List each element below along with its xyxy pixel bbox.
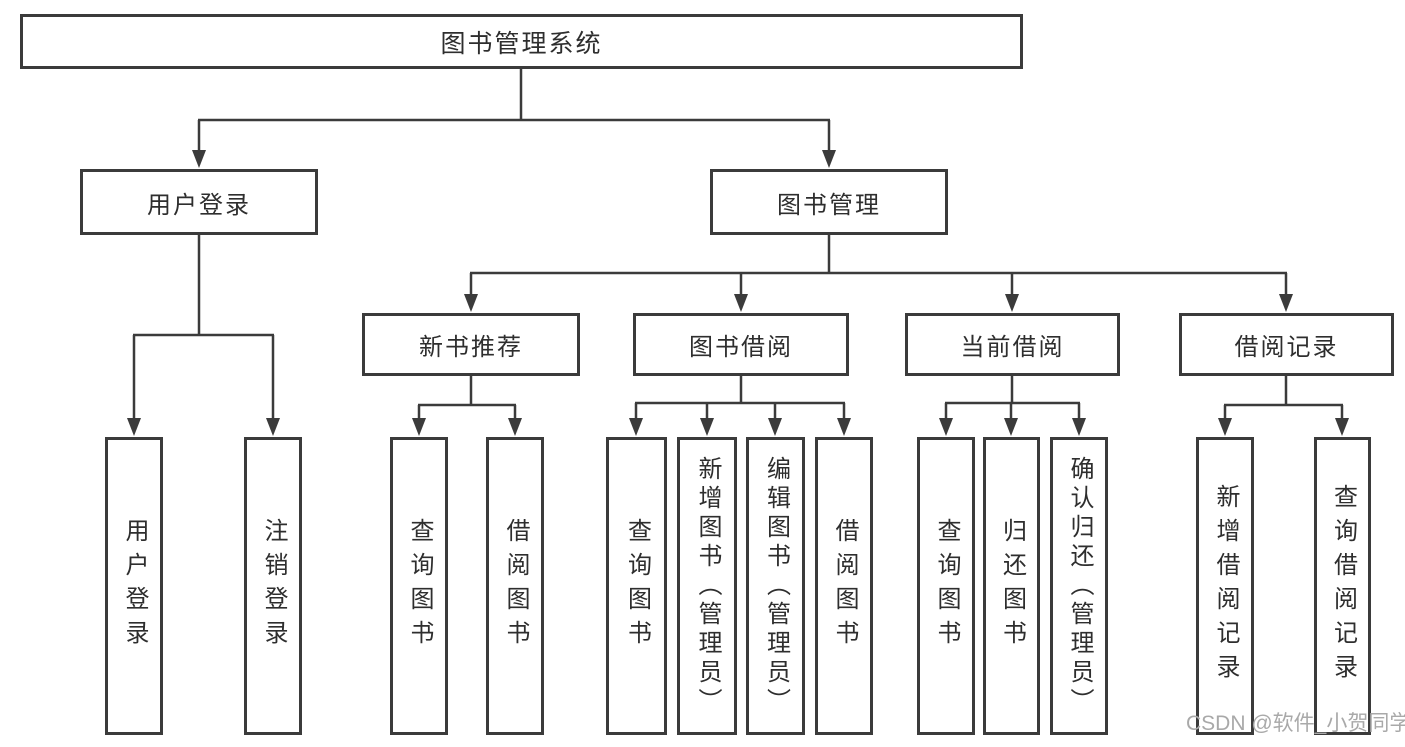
leaf-edit-books-admin: 编辑图书（管理员）	[746, 437, 805, 735]
leaf-user-login: 用户登录	[105, 437, 163, 735]
node-label: 查询借阅记录	[1329, 484, 1357, 688]
csdn-watermark: CSDN @软件_小贺同学	[1186, 712, 1405, 735]
connector-borrow-records	[1218, 374, 1349, 436]
leaf-confirm-return-admin: 确认归还（管理员）	[1050, 437, 1108, 735]
connector-book-borrow	[629, 374, 851, 436]
node-user-login: 用户登录	[80, 169, 318, 235]
node-new-book-recommend: 新书推荐	[362, 313, 580, 376]
leaf-add-borrow-record: 新增借阅记录	[1196, 437, 1254, 735]
node-label: 编辑图书（管理员）	[762, 455, 790, 717]
node-label: 用户登录	[121, 518, 148, 654]
connector-current-borrow	[939, 374, 1086, 436]
node-label: 查询图书	[933, 518, 960, 654]
node-label: 借阅图书	[502, 518, 529, 654]
node-label: 查询图书	[406, 518, 433, 654]
node-current-borrow: 当前借阅	[905, 313, 1120, 376]
leaf-add-books-admin: 新增图书（管理员）	[677, 437, 737, 735]
leaf-query-books-borrow: 查询图书	[606, 437, 667, 735]
node-label: 新增借阅记录	[1212, 484, 1239, 688]
leaf-borrow-books: 借阅图书	[815, 437, 873, 735]
node-label: 确认归还（管理员）	[1066, 455, 1093, 717]
node-label: 当前借阅	[960, 334, 1065, 361]
node-label: 查询图书	[623, 518, 651, 654]
connector-root	[192, 68, 836, 168]
leaf-query-books-current: 查询图书	[917, 437, 975, 735]
connector-user-login	[127, 233, 280, 436]
node-book-borrow: 图书借阅	[633, 313, 849, 376]
node-label: 图书借阅	[689, 334, 793, 361]
node-label: 借阅记录	[1234, 334, 1339, 361]
node-label: 图书管理系统	[440, 29, 603, 58]
node-root-library-system: 图书管理系统	[20, 14, 1023, 69]
node-label: 注销登录	[260, 518, 287, 654]
connector-new-book-recommend	[412, 374, 522, 436]
node-label: 用户登录	[147, 191, 251, 219]
leaf-query-borrow-record: 查询借阅记录	[1314, 437, 1371, 735]
node-label: 新书推荐	[419, 334, 523, 361]
node-label: 借阅图书	[831, 518, 858, 654]
connector-book-management	[464, 233, 1293, 312]
leaf-borrow-books-recommend: 借阅图书	[486, 437, 544, 735]
leaf-logout: 注销登录	[244, 437, 302, 735]
leaf-return-books: 归还图书	[983, 437, 1040, 735]
node-book-management: 图书管理	[710, 169, 948, 235]
leaf-query-books-recommend: 查询图书	[390, 437, 448, 735]
node-borrow-records: 借阅记录	[1179, 313, 1394, 376]
node-label: 新增图书（管理员）	[694, 455, 721, 717]
node-label: 图书管理	[777, 191, 881, 219]
node-label: 归还图书	[998, 518, 1026, 654]
